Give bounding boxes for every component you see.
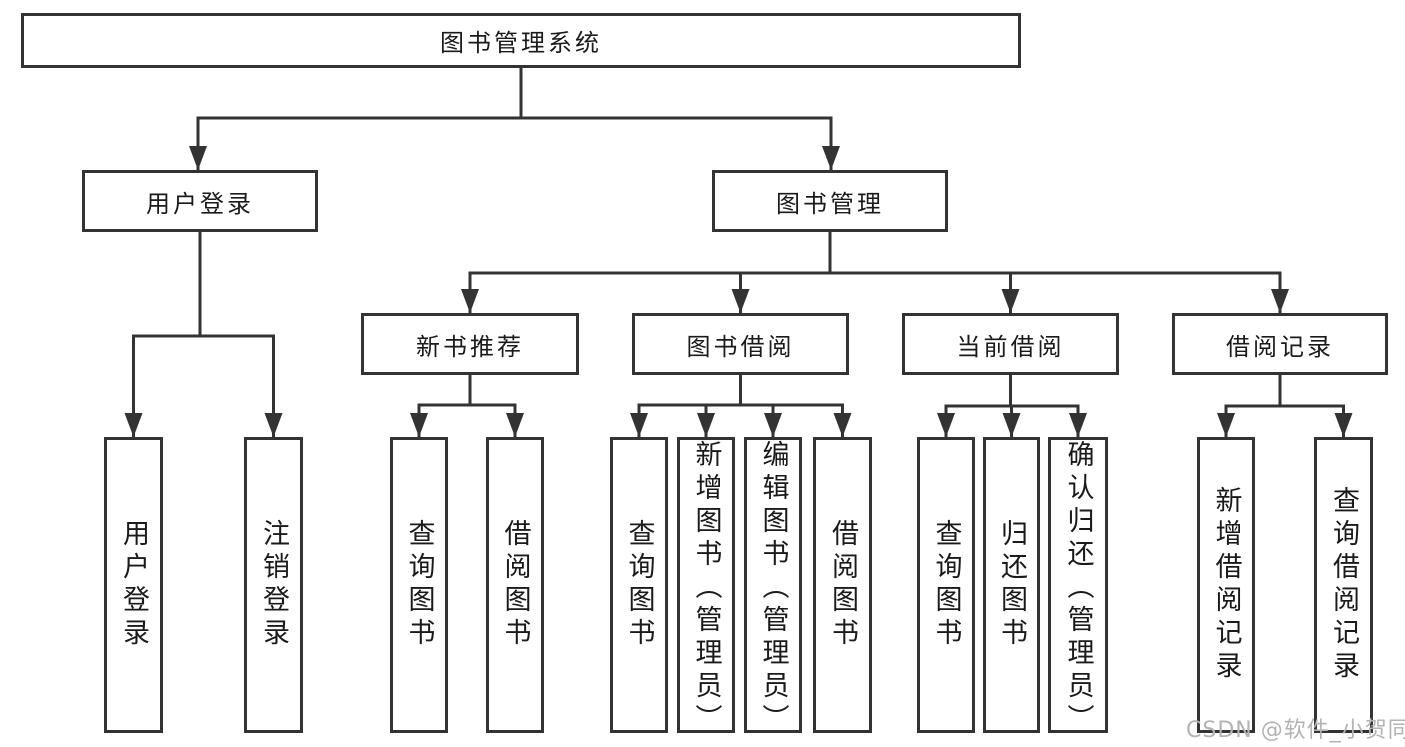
node-root-library-system: 图书管理系统: [21, 13, 1021, 68]
node-borrow-records: 借阅记录: [1172, 313, 1388, 375]
leaf-borrow-books-recommend: 借阅图书: [486, 437, 544, 733]
node-label: 借阅记录: [1226, 332, 1334, 361]
leaf-label: 查询图书: [623, 519, 655, 651]
leaf-label: 查询图书: [930, 519, 962, 651]
edge-user-login-to-leaves: [124, 232, 283, 437]
node-label: 图书借阅: [686, 332, 795, 361]
node-label: 新书推荐: [416, 332, 524, 361]
leaf-edit-books-admin: 编辑图书（管理员）: [744, 437, 802, 737]
node-user-login: 用户登录: [82, 170, 318, 232]
node-label: 图书管理: [776, 189, 884, 218]
node-book-management: 图书管理: [712, 170, 948, 232]
node-new-book-recommend: 新书推荐: [361, 313, 579, 375]
edge-new-book-to-leaves: [410, 375, 524, 437]
leaf-label: 归还图书: [996, 519, 1027, 651]
leaf-label: 查询借阅记录: [1328, 486, 1359, 684]
node-label: 图书管理系统: [440, 29, 602, 57]
leaf-borrow-books: 借阅图书: [813, 437, 872, 733]
node-book-borrow: 图书借阅: [632, 313, 849, 375]
leaf-label: 用户登录: [118, 519, 149, 651]
leaf-label: 编辑图书（管理员）: [757, 440, 789, 737]
edge-current-borrow-to-leaves: [937, 375, 1087, 437]
leaf-label: 新增图书（管理员）: [690, 440, 722, 737]
edge-borrow-records-to-leaves: [1217, 375, 1353, 437]
leaf-add-books-admin: 新增图书（管理员）: [677, 437, 735, 737]
edge-book-borrow-to-leaves: [630, 375, 852, 437]
leaf-query-books-borrow: 查询图书: [610, 437, 668, 733]
leaf-query-borrow-record: 查询借阅记录: [1314, 437, 1373, 733]
edge-root-to-level2: [189, 68, 840, 170]
leaf-query-books-recommend: 查询图书: [390, 437, 448, 733]
node-label: 用户登录: [146, 189, 254, 218]
node-current-borrow: 当前借阅: [902, 313, 1119, 375]
leaf-return-books: 归还图书: [983, 437, 1040, 733]
leaf-confirm-return-admin: 确认归还（管理员）: [1048, 437, 1108, 737]
leaf-label: 新增借阅记录: [1210, 486, 1242, 684]
leaf-label: 查询图书: [403, 519, 435, 651]
leaf-logout: 注销登录: [244, 437, 303, 733]
leaf-label: 确认归还（管理员）: [1062, 440, 1094, 737]
node-label: 当前借阅: [956, 332, 1065, 361]
leaf-user-login: 用户登录: [104, 437, 163, 733]
leaf-label: 注销登录: [258, 519, 289, 651]
edge-book-management-to-sections: [461, 232, 1289, 313]
leaf-label: 借阅图书: [499, 519, 531, 651]
leaf-query-books-current: 查询图书: [917, 437, 975, 733]
leaf-label: 借阅图书: [827, 519, 858, 651]
csdn-watermark: CSDN @软件_小贺同学: [1186, 718, 1405, 743]
leaf-add-borrow-record: 新增借阅记录: [1197, 437, 1255, 733]
